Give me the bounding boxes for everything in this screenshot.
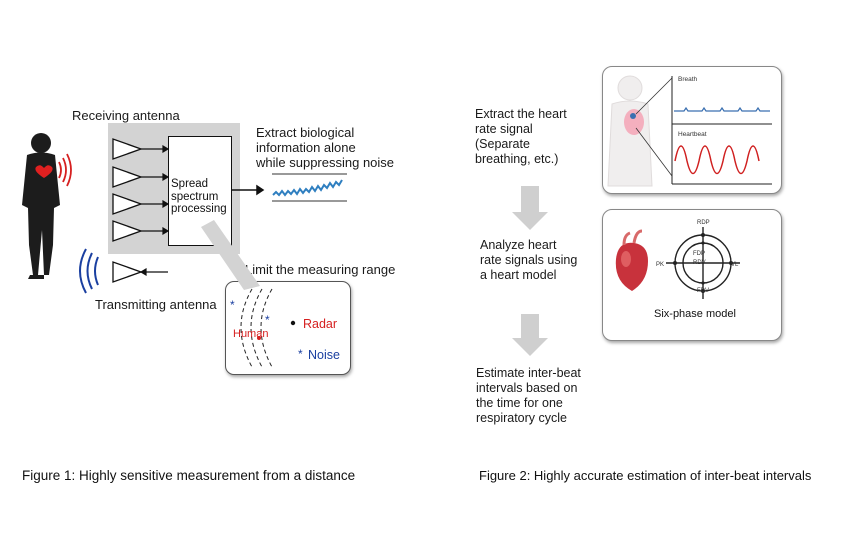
- six-phase-label: Six-phase model: [654, 308, 736, 320]
- step2-label: Analyze heart rate signals using a heart…: [480, 238, 578, 282]
- radar-dot: [290, 320, 296, 326]
- spread-spectrum-label: Spread spectrum processing: [171, 178, 227, 215]
- inset-noise-label: Noise: [308, 348, 340, 362]
- extracted-signal: [272, 173, 347, 202]
- step1-label: Extract the heart rate signal (Separate …: [475, 107, 567, 166]
- model-label-inner-top: FDP: [693, 251, 705, 257]
- transmit-signal-icon: [79, 248, 99, 294]
- model-label-inner-bottom: RDV: [693, 260, 706, 266]
- model-label-right: VL: [731, 262, 739, 268]
- signal-panel-drawing: [607, 75, 772, 187]
- output-arrow: [232, 184, 265, 196]
- receiving-antenna-array: [112, 138, 143, 242]
- limit-range-label: Limit the measuring range: [245, 262, 396, 277]
- breath-label: Breath: [678, 76, 698, 83]
- heartbeat-trace: [674, 145, 760, 175]
- model-label-top: RDP: [697, 220, 710, 226]
- heart-illustration-icon: [615, 229, 648, 291]
- down-arrow-1: [512, 186, 548, 230]
- noise-star-1: *: [230, 298, 235, 312]
- six-phase-drawing: [615, 227, 740, 299]
- figure1-caption: Figure 1: Highly sensitive measurement f…: [22, 468, 356, 483]
- figure2-caption: Figure 2: Highly accurate estimation of …: [479, 468, 812, 483]
- range-inset-box: [225, 281, 351, 375]
- model-label-bottom: FDV: [697, 288, 709, 294]
- spread-spectrum-box: [168, 136, 232, 246]
- plot-axes: [671, 76, 772, 185]
- heartbeat-label: Heartbeat: [678, 131, 707, 138]
- antenna-arrows: [141, 144, 170, 236]
- human-dot: [257, 336, 261, 340]
- person-silhouette: [22, 133, 60, 279]
- transmitting-antenna: [112, 261, 143, 283]
- inset-radar-label: Radar: [303, 317, 338, 331]
- step3-label: Estimate inter-beat intervals based on t…: [476, 366, 581, 425]
- callout-wedge: [201, 220, 260, 290]
- heart-signal-icon: [58, 153, 72, 187]
- down-arrow-2: [512, 314, 548, 356]
- phase-nodes: [673, 233, 733, 293]
- noise-star-2: *: [265, 313, 270, 327]
- extract-bio-label: Extract biological information alone whi…: [256, 125, 395, 170]
- range-arcs: [240, 288, 273, 368]
- transmit-arrow: [139, 267, 168, 277]
- zoom-lines: [635, 77, 673, 177]
- heart-marker: [630, 113, 636, 119]
- transmitting-antenna-label: Transmitting antenna: [95, 297, 217, 312]
- breath-trace: [674, 106, 770, 112]
- chest-highlight: [624, 109, 644, 135]
- receiving-antenna-label: Receiving antenna: [72, 108, 180, 123]
- inset-human-label: Human: [233, 328, 269, 340]
- heart-icon: [35, 165, 53, 178]
- model-label-left: PK: [656, 262, 665, 268]
- noise-legend-star: *: [298, 347, 303, 361]
